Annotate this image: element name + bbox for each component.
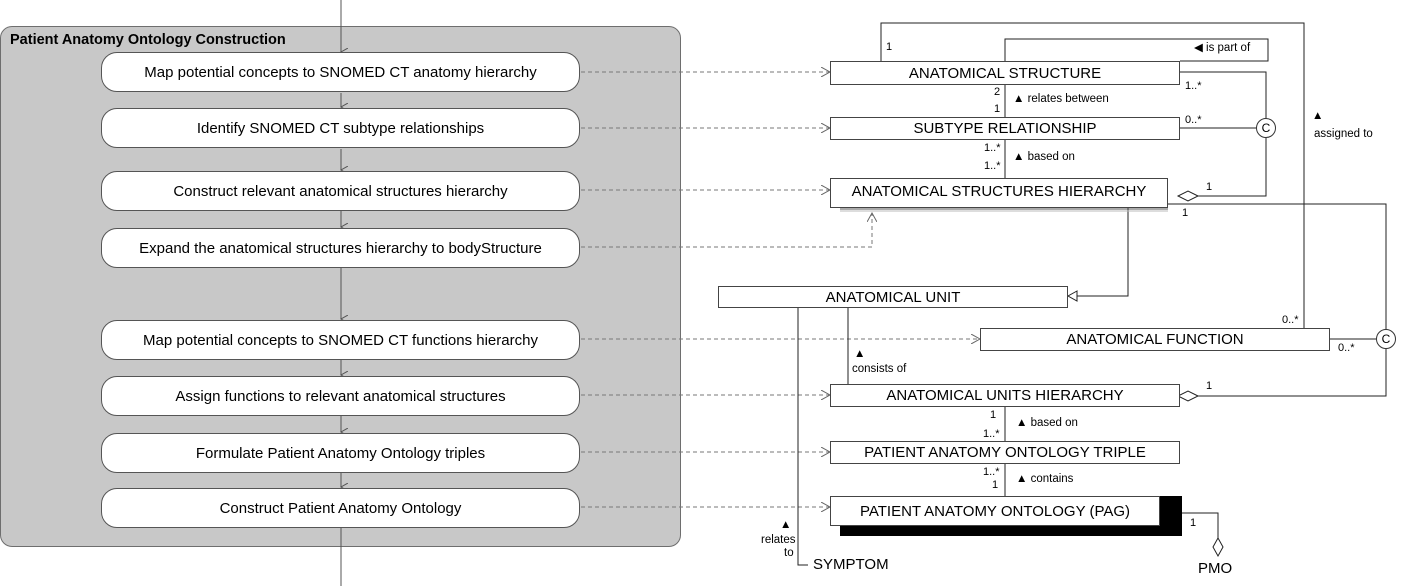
mult-pao-pmo: 1 (1190, 517, 1197, 529)
pao-shadow-bottom (840, 526, 1182, 536)
constraint-node-c1: C (1256, 118, 1276, 138)
step-map-functions[interactable]: Map potential concepts to SNOMED CT func… (101, 320, 580, 360)
step-assign-functions[interactable]: Assign functions to relevant anatomical … (101, 376, 580, 416)
label-contains: ▲ contains (1016, 473, 1074, 485)
mult-subtype-right: 0..* (1185, 114, 1202, 126)
class-anatomical-function[interactable]: ANATOMICAL FUNCTION (980, 328, 1330, 351)
mult-based-on-top: 1..* (984, 142, 1001, 154)
mult-hierarchy-right: 1 (1182, 207, 1189, 219)
label-relates-to-1: relates (761, 534, 796, 546)
label-consists-of-arrow: ▲ (854, 348, 866, 360)
external-symptom: SYMPTOM (813, 556, 889, 573)
step-identify-subtype[interactable]: Identify SNOMED CT subtype relationships (101, 108, 580, 148)
uml-associations (797, 22, 1387, 566)
class-subtype-relationship[interactable]: SUBTYPE RELATIONSHIP (830, 117, 1180, 140)
class-anatomical-structure[interactable]: ANATOMICAL STRUCTURE (830, 61, 1180, 85)
label-is-part-of: ◀ is part of (1194, 42, 1251, 54)
label-assigned-to-arrow: ▲ (1312, 110, 1324, 122)
class-anatomical-structures-hierarchy[interactable]: ANATOMICAL STRUCTURES HIERARCHY (830, 178, 1168, 208)
constraint-node-c2: C (1376, 329, 1396, 349)
mult-hierarchy-aggregation: 1 (1206, 181, 1213, 193)
step-expand-hierarchy[interactable]: Expand the anatomical structures hierarc… (101, 228, 580, 268)
mult-function-right: 0..* (1338, 342, 1355, 354)
mult-units-bottom: 1 (990, 409, 997, 421)
label-assigned-to: assigned to (1314, 128, 1373, 140)
step-formulate-triples[interactable]: Formulate Patient Anatomy Ontology tripl… (101, 433, 580, 473)
mult-structure-top: 1 (886, 41, 893, 53)
mult-pao-top: 1 (992, 479, 999, 491)
class-anatomical-unit[interactable]: ANATOMICAL UNIT (718, 286, 1068, 308)
mult-units-aggregation: 1 (1206, 380, 1213, 392)
mult-function-top: 0..* (1282, 314, 1299, 326)
label-consists-of: consists of (852, 363, 907, 375)
step-map-anatomy[interactable]: Map potential concepts to SNOMED CT anat… (101, 52, 580, 92)
external-pmo: PMO (1198, 560, 1233, 577)
class-anatomical-units-hierarchy[interactable]: ANATOMICAL UNITS HIERARCHY (830, 384, 1180, 407)
class-pao-triple[interactable]: PATIENT ANATOMY ONTOLOGY TRIPLE (830, 441, 1180, 464)
label-based-on-2: ▲ based on (1016, 417, 1078, 429)
label-based-on-1: ▲ based on (1013, 151, 1075, 163)
process-group-title: Patient Anatomy Ontology Construction (10, 32, 286, 48)
mult-structure-right: 1..* (1185, 80, 1202, 92)
mapping-arrows (581, 72, 980, 507)
mult-based-on-bottom: 1..* (984, 160, 1001, 172)
step-construct-hierarchy[interactable]: Construct relevant anatomical structures… (101, 171, 580, 211)
label-relates-to-2: to (784, 547, 794, 559)
label-relates-between: ▲ relates between (1013, 93, 1109, 105)
label-relates-to-arrow: ▲ (780, 519, 792, 531)
mult-triple-top: 1..* (983, 428, 1000, 440)
mult-relates-1: 1 (994, 103, 1001, 115)
mult-triple-bottom: 1..* (983, 466, 1000, 478)
class-pao[interactable]: PATIENT ANATOMY ONTOLOGY (PAG) (830, 496, 1160, 526)
mult-relates-2: 2 (994, 86, 1001, 98)
step-construct-pao[interactable]: Construct Patient Anatomy Ontology (101, 488, 580, 528)
